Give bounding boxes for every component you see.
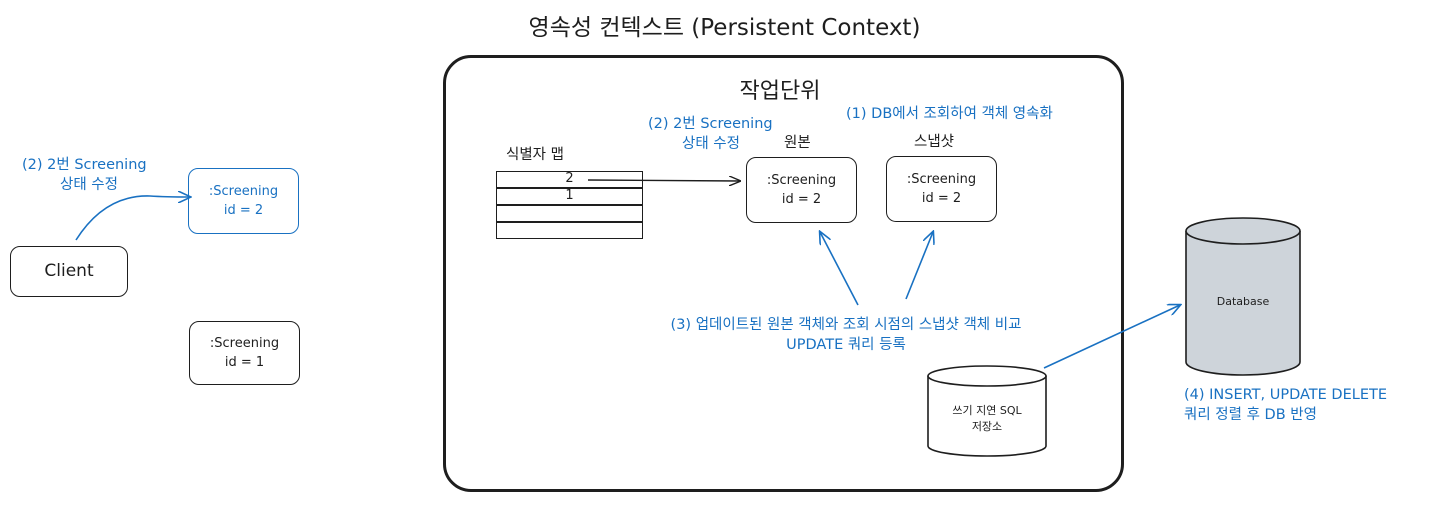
- map-to-original-arrow: [587, 180, 740, 181]
- client-note-line2: 상태 수정: [60, 177, 118, 193]
- sql-store-to-database-arrow: [1043, 305, 1180, 369]
- compare-to-snapshot-arrow: [905, 232, 933, 300]
- persistence-context-box: [443, 55, 1124, 492]
- client-note-line1: (2) 2번 Screening: [22, 157, 147, 173]
- entity-class-label: :Screening: [906, 172, 977, 187]
- entity-id-label: id = 2: [781, 192, 822, 207]
- sql-store-label: 쓰기 지연 SQL 저장소: [928, 403, 1046, 435]
- sql-store-cylinder[interactable]: [927, 365, 1047, 457]
- client-to-entity-arrow: [75, 196, 190, 241]
- modify-note-line2: 상태 수정: [682, 136, 740, 152]
- entity-class-label: :Screening: [766, 173, 837, 188]
- entity-id-label: id = 2: [921, 191, 962, 206]
- identifier-map-row: [496, 205, 643, 222]
- identifier-map-row: [496, 222, 643, 239]
- modify-note-line1: (2) 2번 Screening: [648, 116, 773, 132]
- identifier-map-row: 2: [496, 171, 643, 188]
- database-cylinder[interactable]: [1185, 217, 1301, 376]
- compare-note: (3) 업데이트된 원본 객체와 조회 시점의 스냅샷 객체 비교 UPDATE…: [646, 315, 1046, 355]
- flush-note: (4) INSERT, UPDATE DELETE 쿼리 정렬 후 DB 반영: [1184, 385, 1387, 425]
- snapshot-note: (1) DB에서 조회하여 객체 영속화: [846, 106, 1053, 122]
- compare-note-line2: UPDATE 쿼리 등록: [786, 337, 906, 353]
- unit-of-work-title: 작업단위: [739, 79, 821, 104]
- entity-id-label: id = 2: [223, 203, 264, 218]
- screening-entity-1-outside[interactable]: :Screening id = 1: [189, 321, 300, 385]
- client-note: (2) 2번 Screening 상태 수정: [22, 155, 182, 195]
- flush-note-line2: 쿼리 정렬 후 DB 반영: [1184, 407, 1317, 423]
- modify-note: (2) 2번 Screening 상태 수정: [648, 114, 808, 154]
- compare-to-original-arrow: [820, 232, 859, 306]
- entity-id-label: id = 1: [224, 355, 265, 370]
- entity-class-label: :Screening: [208, 184, 279, 199]
- original-entity[interactable]: :Screening id = 2: [746, 157, 857, 223]
- database-label: Database: [1216, 295, 1270, 308]
- identifier-map-label: 식별자 맵: [506, 147, 564, 163]
- compare-note-line1: (3) 업데이트된 원본 객체와 조회 시점의 스냅샷 객체 비교: [670, 317, 1022, 333]
- sql-store-line2: 저장소: [971, 420, 1003, 433]
- client-label: Client: [44, 261, 94, 281]
- diagram-title: 영속성 컨텍스트 (Persistent Context): [528, 15, 921, 41]
- flush-note-line1: (4) INSERT, UPDATE DELETE: [1184, 387, 1388, 403]
- identifier-map-row: 1: [496, 188, 643, 205]
- screening-entity-2-outside[interactable]: :Screening id = 2: [188, 168, 299, 234]
- snapshot-entity[interactable]: :Screening id = 2: [886, 156, 997, 222]
- entity-class-label: :Screening: [209, 336, 280, 351]
- original-heading: 원본: [784, 135, 811, 151]
- client-node[interactable]: Client: [10, 246, 128, 297]
- snapshot-heading: 스냅샷: [914, 134, 955, 150]
- sql-store-line1: 쓰기 지연 SQL: [952, 404, 1022, 417]
